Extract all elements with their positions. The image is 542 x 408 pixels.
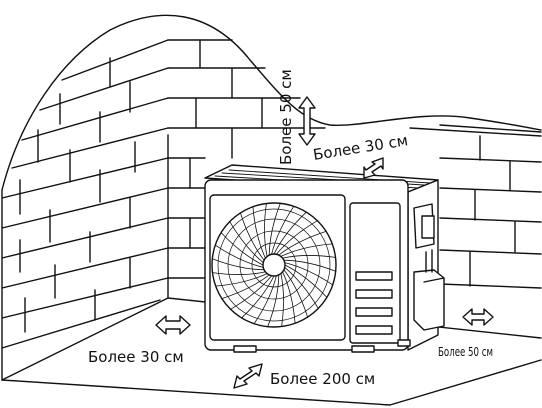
- fan-spoke: [264, 203, 268, 257]
- fan-spoke: [211, 258, 265, 271]
- fan-hub: [262, 253, 286, 277]
- left-clearance-arrow-icon: [155, 315, 191, 335]
- outdoor-unit: [204, 164, 445, 353]
- fan-spoke: [283, 269, 308, 318]
- fan-guard-ring: [239, 230, 309, 300]
- fan-spoke: [212, 271, 266, 275]
- fan-spoke: [284, 267, 319, 309]
- wall-outline: [1, 14, 542, 191]
- fan-rings: [217, 208, 331, 322]
- fan-spoke: [214, 244, 264, 268]
- louvre-slots: [355, 271, 393, 335]
- fan-spoke: [273, 211, 307, 255]
- side-connectors: [413, 203, 445, 331]
- fan-spoke: [229, 221, 264, 263]
- fan-spoke: [268, 202, 281, 256]
- wall-top-edge-right: [439, 124, 542, 133]
- floor-left-edge: [1, 297, 169, 381]
- fan-spoke: [220, 232, 264, 266]
- fan-spoke: [241, 275, 275, 319]
- fan-spoke: [280, 243, 333, 257]
- fan-spoke: [280, 273, 284, 327]
- right-clearance-arrow-icon: [462, 308, 494, 326]
- fan-spoke: [253, 275, 277, 325]
- clearance-arrows: [155, 96, 494, 389]
- fan-spokes: [211, 202, 337, 328]
- front-clearance-label: Более 200 см: [270, 370, 375, 388]
- front-clearance-arrow-icon: [233, 363, 263, 389]
- right-clearance-label: Более 50 см: [438, 346, 493, 360]
- fan-grille-frame: [209, 194, 346, 341]
- fan-spoke: [271, 205, 295, 255]
- left-wall-bricks: [1, 39, 169, 349]
- fan-spoke: [283, 259, 337, 272]
- fan: [211, 202, 337, 328]
- fan-spoke: [282, 255, 336, 259]
- fan-outer-ring: [211, 202, 337, 328]
- fan-spoke: [215, 273, 268, 287]
- right-wall-bricks: [167, 39, 542, 289]
- left-clearance-label: Более 30 см: [88, 348, 184, 366]
- service-panel: [349, 202, 401, 344]
- fan-spoke: [276, 220, 318, 255]
- fan-spoke: [252, 206, 266, 259]
- unit-front-panel: [204, 179, 409, 351]
- rear-clearance-arrow-icon: [363, 157, 384, 179]
- fan-spoke: [230, 275, 272, 310]
- fan-spoke: [284, 264, 328, 298]
- fan-guard-ring: [251, 242, 297, 288]
- fan-spoke: [284, 262, 334, 286]
- fan-spoke: [282, 271, 296, 324]
- top-clearance-arrow-icon: [298, 96, 316, 146]
- fan-guard-ring: [217, 208, 331, 322]
- fan-spoke: [267, 274, 280, 328]
- fan-spoke: [221, 274, 270, 299]
- fan-guard-ring: [227, 218, 321, 312]
- top-clearance-label: Более 50 см: [277, 69, 295, 165]
- floor-front-edge: [1, 359, 542, 406]
- rear-clearance-label: Более 30 см: [312, 131, 409, 164]
- fan-spoke: [240, 212, 265, 261]
- fan-spoke: [278, 231, 327, 256]
- unit-feet: [233, 339, 411, 353]
